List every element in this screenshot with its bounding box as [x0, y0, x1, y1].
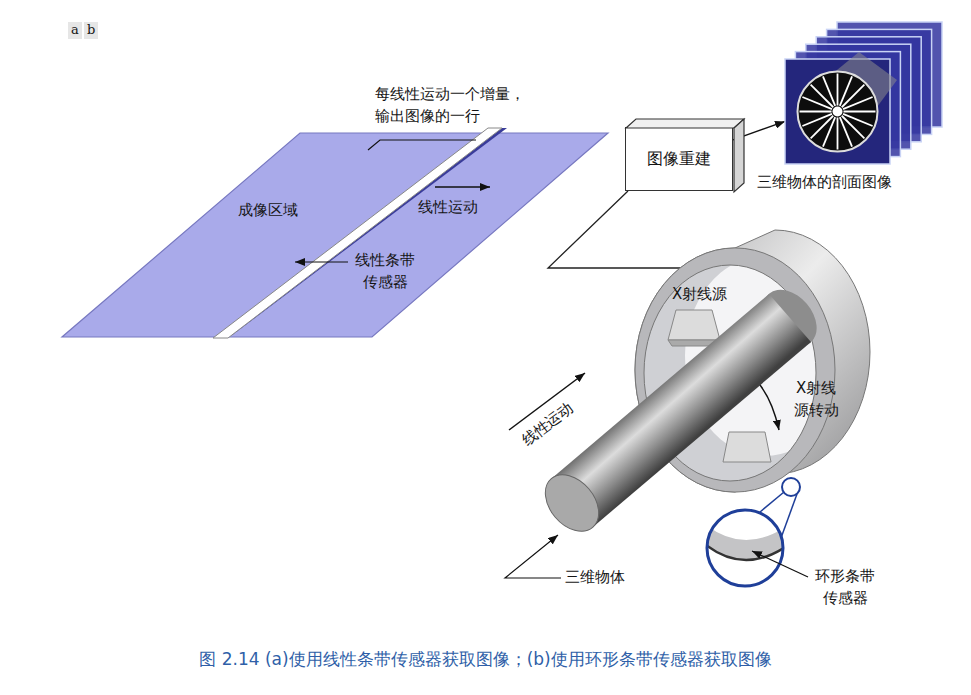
magnifier-link	[781, 494, 797, 538]
slice-image	[827, 29, 932, 134]
section-spoke	[823, 76, 835, 106]
detail-marker	[782, 478, 800, 496]
box-label: 图像重建	[647, 147, 711, 170]
section-spoke	[842, 85, 865, 108]
xray-source	[668, 310, 720, 340]
section-spoke	[837, 74, 839, 106]
signal-line	[548, 191, 680, 268]
motion-label: 线性运动	[418, 197, 478, 219]
slice-image	[785, 59, 890, 164]
slice-stack-outline	[785, 22, 945, 164]
panel-letter: a	[68, 22, 82, 39]
panel-letter: b	[84, 22, 98, 39]
magnifier-circle	[707, 510, 783, 586]
section-spoke	[840, 76, 852, 106]
motion-label: X射线 源转动	[787, 378, 846, 422]
slice-image	[816, 37, 921, 142]
object-body	[815, 52, 897, 134]
line-sensor-strip	[213, 128, 502, 338]
leader-line	[295, 261, 348, 262]
callout-leader	[368, 140, 476, 150]
process-box: 图像重建	[625, 127, 733, 191]
stack-heading: 三维物体的剖面图像	[757, 172, 892, 194]
motion-label: 线性运动	[517, 398, 578, 451]
section-spoke	[802, 97, 832, 109]
imaging-plane	[62, 133, 608, 337]
section-spoke	[811, 116, 834, 139]
slice-image	[837, 22, 942, 127]
leader-line	[505, 535, 561, 578]
section-hub	[833, 107, 843, 117]
callout-note: 每线性运动一个增量， 输出图像的一行	[375, 84, 531, 128]
section-spoke	[811, 85, 834, 108]
sensor-strip-side	[228, 128, 507, 338]
part-label: 线性条带 传感器	[352, 250, 418, 294]
slice-stack: 三维物体的剖面图像	[785, 22, 945, 164]
section-spoke	[800, 111, 832, 113]
xray-source	[723, 432, 771, 462]
slice-image	[795, 52, 900, 157]
rotation-arrow	[756, 380, 779, 430]
section-spoke	[844, 111, 876, 113]
imaging-region: 成像区域 线性运动	[60, 125, 610, 340]
box-top-face	[626, 119, 744, 128]
leader-line	[752, 551, 808, 577]
motion-arrow	[435, 186, 490, 188]
box-side-face	[734, 119, 744, 192]
part-label: 环形条带 传感器	[812, 566, 878, 610]
part-label: X射线源	[672, 284, 727, 306]
section-spoke	[802, 114, 832, 126]
section-spoke	[843, 114, 873, 126]
motion-arrow	[509, 373, 585, 430]
section-spoke	[837, 118, 839, 150]
part-label: 三维物体	[565, 567, 625, 589]
imaging-region-outline	[60, 125, 610, 340]
figure-caption: 图 2.14 (a)使用线性条带传感器获取图像；(b)使用环形条带传感器获取图像	[0, 648, 971, 671]
region-label: 成像区域	[238, 200, 298, 222]
slice-image	[806, 44, 911, 149]
process-box-outline	[626, 128, 734, 192]
object-section	[798, 72, 878, 152]
section-spoke	[823, 117, 835, 147]
section-spoke	[840, 117, 852, 147]
flow-arrow	[733, 121, 785, 139]
rod-end-cap	[535, 464, 610, 541]
section-spoke	[843, 97, 873, 109]
magnifier-link	[760, 492, 784, 512]
section-spoke	[842, 116, 865, 139]
